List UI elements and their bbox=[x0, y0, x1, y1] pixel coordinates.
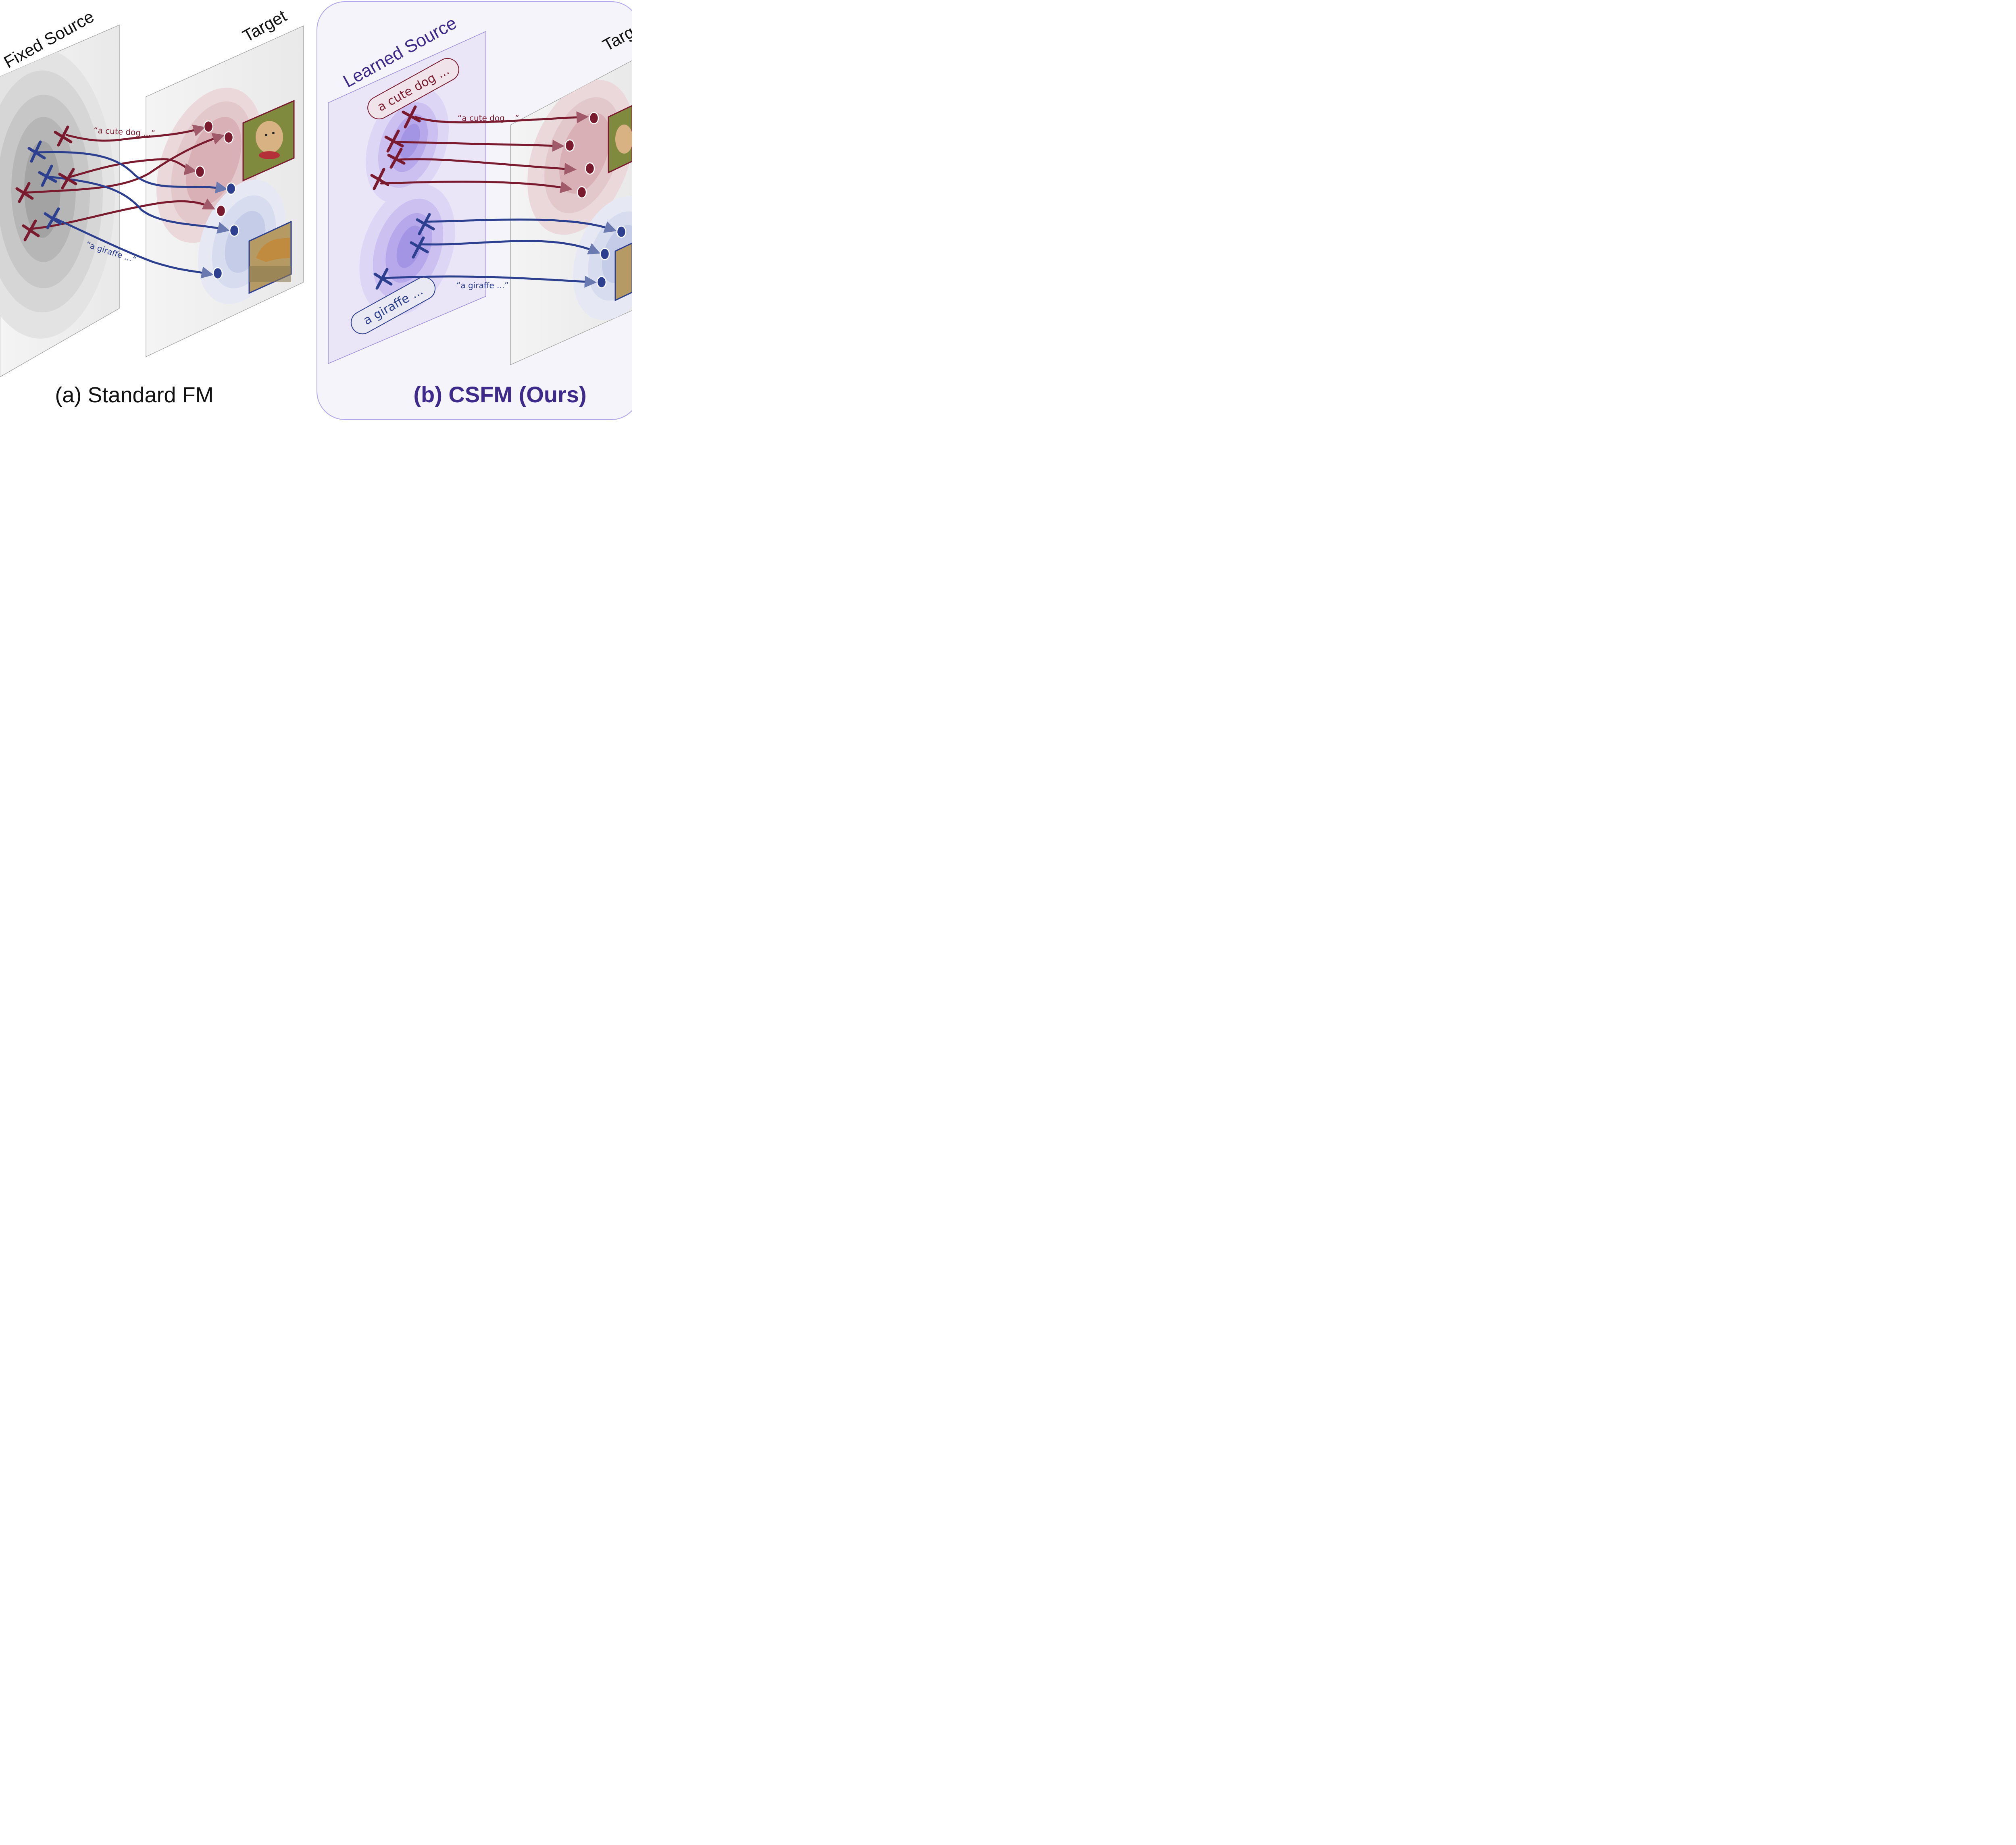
dot-red bbox=[203, 120, 214, 133]
dot-red bbox=[195, 165, 205, 178]
flow-line bbox=[46, 175, 230, 234]
flow-line bbox=[380, 181, 573, 193]
dog-prompt-b: “a cute dog ...” bbox=[458, 113, 519, 123]
source-samples-b bbox=[370, 105, 435, 290]
x-marker-red bbox=[58, 168, 77, 189]
x-marker-red bbox=[402, 105, 421, 129]
flow-line bbox=[414, 111, 589, 124]
x-marker-blue bbox=[27, 140, 46, 163]
caption-b: (b) CSFM (Ours) bbox=[413, 382, 586, 407]
x-marker-blue bbox=[38, 164, 57, 187]
giraffe-flows-b bbox=[382, 218, 617, 288]
caption-a: (a) Standard FM bbox=[55, 383, 213, 407]
flow-line bbox=[23, 133, 225, 194]
flow-line bbox=[35, 151, 228, 193]
dot-red bbox=[589, 112, 599, 125]
diagram-canvas: Fixed Source Target “a cute dog ...” “a … bbox=[0, 1, 632, 420]
target-samples-a bbox=[195, 120, 240, 280]
dot-blue bbox=[229, 224, 240, 237]
flow-line bbox=[382, 275, 597, 288]
target-samples-b bbox=[564, 112, 627, 289]
dog-flows-b bbox=[380, 111, 589, 193]
flow-line bbox=[65, 125, 206, 142]
dot-blue bbox=[616, 225, 627, 238]
x-marker-red bbox=[54, 125, 73, 147]
dog-image bbox=[242, 100, 295, 182]
dot-blue bbox=[596, 276, 607, 289]
flow-line bbox=[52, 216, 214, 279]
flow-line bbox=[426, 218, 617, 233]
flow-line bbox=[420, 240, 601, 255]
giraffe-image-b bbox=[614, 242, 632, 302]
x-marker-red bbox=[15, 182, 34, 203]
dot-red bbox=[223, 131, 234, 144]
dot-blue bbox=[212, 267, 223, 280]
giraffe-prompt-b: “a giraffe ...” bbox=[456, 281, 509, 290]
x-marker-blue bbox=[44, 207, 62, 229]
dot-blue bbox=[226, 182, 236, 195]
flow-line bbox=[394, 139, 564, 152]
giraffe-image bbox=[248, 220, 292, 294]
dog-source-distribution bbox=[366, 87, 449, 204]
source-samples-a bbox=[15, 125, 77, 241]
dot-red bbox=[585, 162, 595, 175]
giraffe-flows-a bbox=[35, 151, 230, 279]
panel-b: a cute dog ... a giraffe ... Learned Sou… bbox=[328, 13, 632, 407]
flow-line bbox=[67, 158, 197, 179]
flow-line bbox=[398, 158, 577, 175]
dot-red bbox=[216, 204, 226, 217]
x-marker-red bbox=[384, 129, 404, 153]
x-marker-red bbox=[387, 148, 406, 169]
x-marker-blue bbox=[410, 236, 429, 259]
x-marker-blue bbox=[373, 268, 393, 290]
dot-red bbox=[564, 139, 575, 152]
dot-blue bbox=[600, 248, 610, 260]
panel-a: Fixed Source Target “a cute dog ...” “a … bbox=[0, 6, 304, 407]
x-marker-blue bbox=[416, 213, 435, 235]
dog-image-b bbox=[608, 105, 632, 174]
x-marker-red bbox=[22, 219, 40, 241]
dot-red bbox=[577, 186, 587, 199]
x-marker-red bbox=[370, 168, 389, 190]
